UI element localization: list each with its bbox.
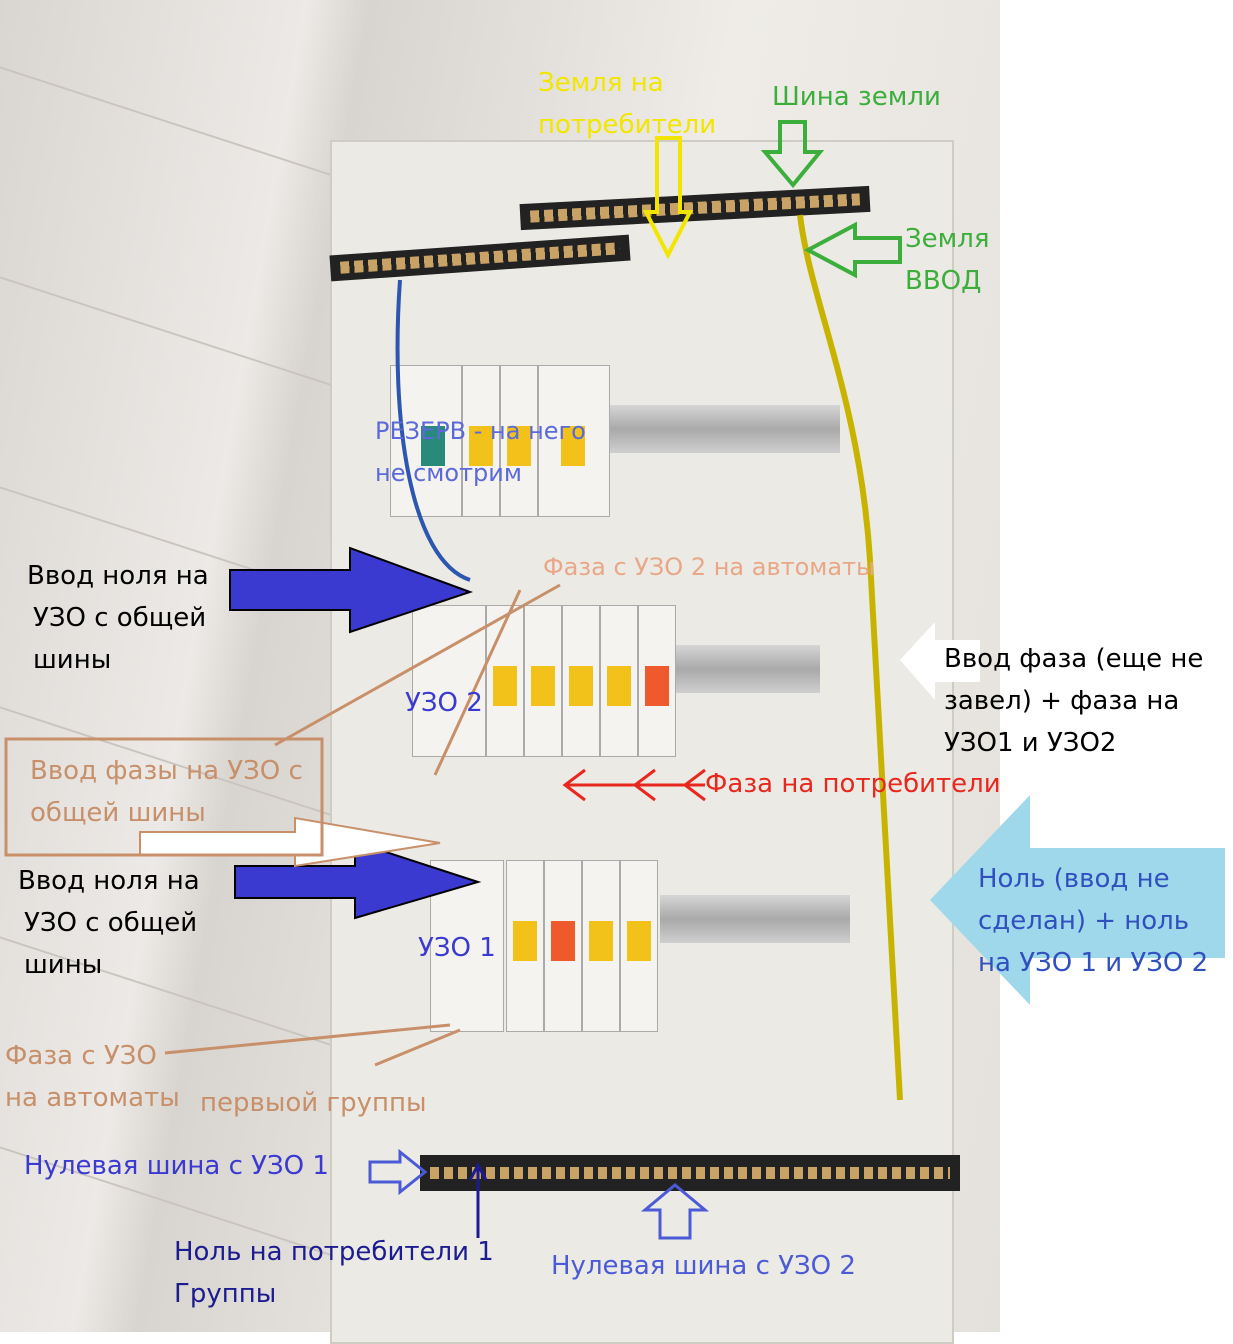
label-rcd2: УЗО 2 <box>405 688 483 718</box>
label-neutral-bus-rcd1: Нулевая шина с УЗО 1 <box>24 1151 329 1181</box>
green-arrow-left <box>803 221 902 279</box>
lightblue-arrow <box>930 795 1225 1005</box>
label-rcd1: УЗО 1 <box>418 933 496 963</box>
rcd-2 <box>412 605 486 757</box>
breaker <box>486 605 524 757</box>
yellow-arrow <box>642 136 694 260</box>
blue-arrow-top <box>229 546 474 634</box>
breaker <box>562 605 600 757</box>
breaker <box>620 860 658 1032</box>
breaker <box>538 365 610 517</box>
din-rail <box>600 405 840 453</box>
label-phase-consumers: Фаза на потребители <box>705 769 1001 799</box>
din-rail <box>660 895 850 943</box>
white-arrow-right <box>900 622 980 700</box>
breaker <box>524 605 562 757</box>
breaker <box>638 605 676 757</box>
green-arrow-down <box>760 120 825 189</box>
breaker <box>600 605 638 757</box>
label-phase-rcd2-breakers: Фаза с УЗО 2 на автоматы <box>543 553 876 581</box>
label-first-group: первыой группы <box>200 1088 427 1118</box>
label-ground-bus: Шина земли <box>772 82 941 112</box>
breaker <box>500 365 538 517</box>
breaker <box>544 860 582 1032</box>
breaker <box>582 860 620 1032</box>
label-neutral-bus-rcd2: Нулевая шина с УЗО 2 <box>551 1251 856 1281</box>
breaker <box>462 365 500 517</box>
neutral-bus <box>420 1155 960 1191</box>
phase-input-box <box>4 737 324 857</box>
blue-arrow-bottom <box>234 840 482 920</box>
breaker <box>506 860 544 1032</box>
neutral-bus2-arrow <box>640 1183 710 1240</box>
panel-photo <box>0 0 1000 1344</box>
neutral-bus-arrow <box>368 1148 428 1196</box>
din-rail <box>670 645 820 693</box>
